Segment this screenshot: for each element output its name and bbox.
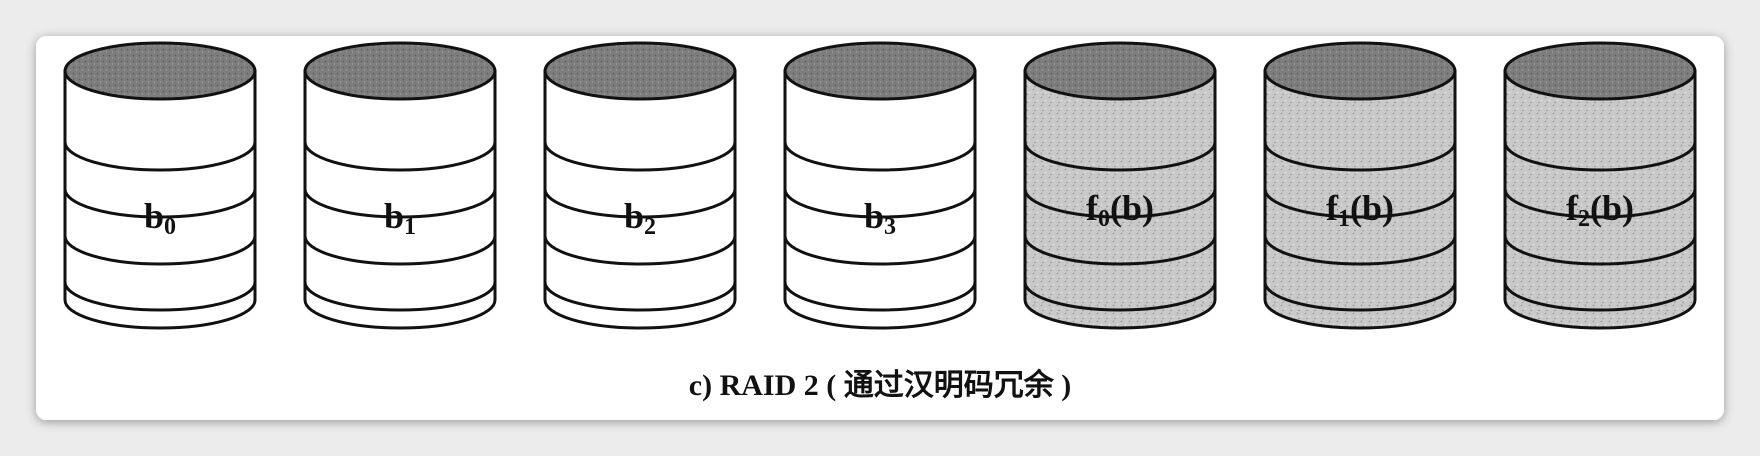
parity-disk-4: [1023, 41, 1217, 330]
disk-label: b1: [300, 196, 500, 239]
disk-band-line: [543, 281, 737, 312]
disk-band-line: [1023, 141, 1217, 172]
disk-band-line: [1023, 188, 1217, 219]
disk-body: [543, 69, 737, 330]
disk-body: [1263, 69, 1457, 330]
disk-body: [63, 69, 257, 330]
disk-label-subscript: 1: [404, 214, 417, 240]
disk-band-line: [303, 235, 497, 266]
disk-band-line: [1263, 188, 1457, 219]
disk-label-name: b: [143, 196, 165, 236]
disk-label: b0: [60, 196, 260, 239]
disk-top: [1023, 41, 1217, 101]
disk-band-line: [1503, 188, 1697, 219]
disk-label: b2: [540, 196, 740, 239]
disk-body: [1503, 69, 1697, 330]
disk-label-subscript: 3: [884, 214, 897, 240]
disk-band-line: [1263, 141, 1457, 172]
disk-band-line: [783, 281, 977, 312]
parity-disk-6: [1503, 41, 1697, 330]
disk-label: f1(b): [1260, 188, 1460, 231]
disk-band-line: [1503, 235, 1697, 266]
disk-band-line: [783, 188, 977, 219]
disk-top: [1263, 41, 1457, 101]
disk-band-line: [783, 235, 977, 266]
diagram-caption: c) RAID 2 ( 通过汉明码冗余 ): [688, 369, 1072, 402]
data-disk-1: [303, 41, 497, 330]
disk-label-name: b: [863, 196, 885, 236]
disk-label-name: f: [1566, 188, 1578, 228]
disk-label-subscript: 2: [644, 214, 657, 240]
data-disk-0: [63, 41, 257, 330]
disk-band-line: [63, 281, 257, 312]
disk-band-line: [1263, 235, 1457, 266]
disk-label-subscript: 1: [1338, 206, 1350, 232]
disk-band-line: [63, 235, 257, 266]
disk-band-line: [783, 141, 977, 172]
disk-top: [303, 41, 497, 101]
disk-label: f0(b): [1020, 188, 1220, 231]
disk-band-line: [543, 188, 737, 219]
disk-label-name: f: [1086, 188, 1098, 228]
disk-top: [1503, 41, 1697, 101]
disk-top: [783, 41, 977, 101]
disk-label: b3: [780, 196, 980, 239]
disk-band-line: [63, 188, 257, 219]
disk-band-line: [303, 281, 497, 312]
disk-band-line: [1023, 281, 1217, 312]
data-disk-2: [543, 41, 737, 330]
disk-band-line: [303, 141, 497, 172]
disk-label-suffix: (b): [1590, 188, 1634, 228]
disk-band-line: [303, 188, 497, 219]
disk-label-name: b: [383, 196, 405, 236]
disk-band-line: [1503, 141, 1697, 172]
disk-label: f2(b): [1500, 188, 1700, 231]
disk-label-subscript: 2: [1578, 206, 1590, 232]
disk-band-line: [1503, 281, 1697, 312]
disk-band-line: [1023, 235, 1217, 266]
disk-label-name: f: [1326, 188, 1338, 228]
disk-label-subscript: 0: [1098, 206, 1110, 232]
disk-body: [1023, 69, 1217, 330]
disk-band-line: [1263, 281, 1457, 312]
disk-body: [303, 69, 497, 330]
disk-label-suffix: (b): [1350, 188, 1394, 228]
disk-body: [783, 69, 977, 330]
parity-disk-5: [1263, 41, 1457, 330]
disk-top: [543, 41, 737, 101]
data-disk-3: [783, 41, 977, 330]
disk-label-subscript: 0: [164, 214, 177, 240]
disk-top: [63, 41, 257, 101]
disk-band-line: [543, 141, 737, 172]
disk-label-name: b: [623, 196, 645, 236]
disk-label-suffix: (b): [1110, 188, 1154, 228]
disk-band-line: [543, 235, 737, 266]
disk-band-line: [63, 141, 257, 172]
